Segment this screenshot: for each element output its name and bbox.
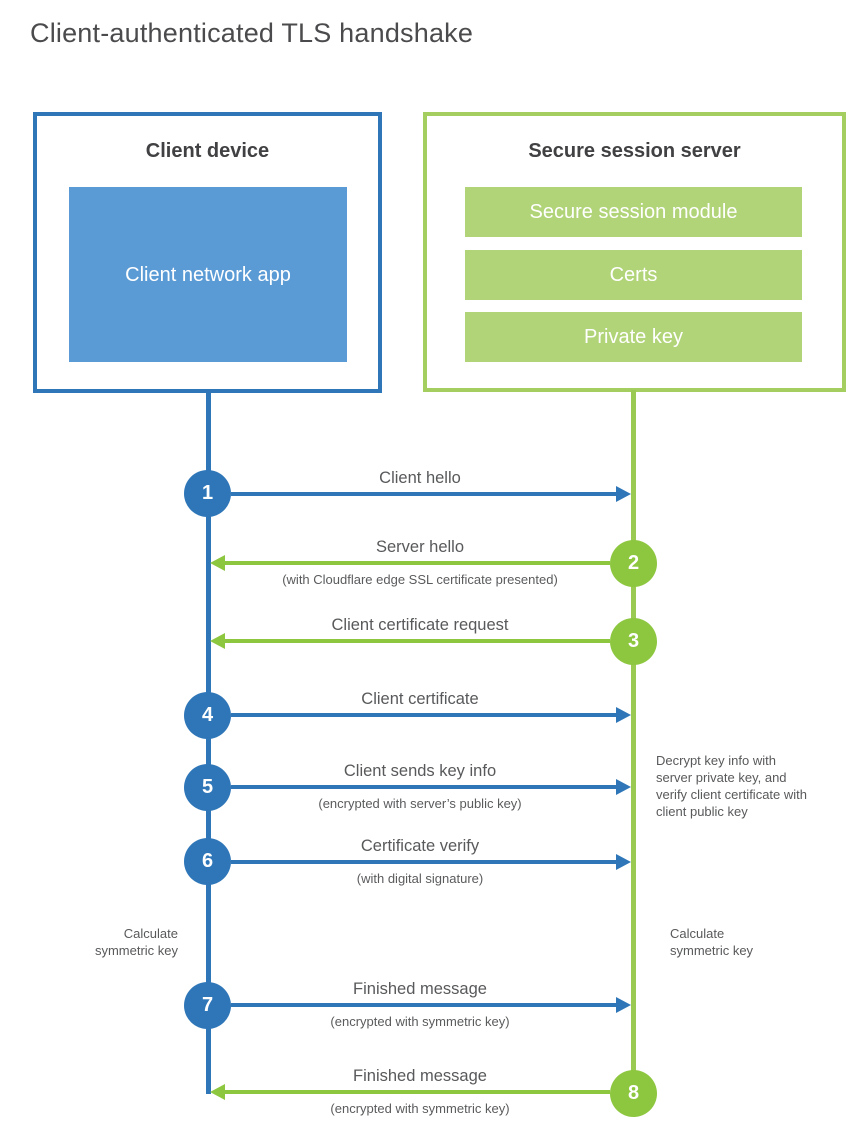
step-3-arrow-line — [225, 639, 610, 643]
step-1-arrow-line — [231, 492, 617, 496]
step-4-label: Client certificate — [361, 690, 479, 708]
client-lifeline — [206, 391, 211, 1094]
client-network-app-label: Client network app — [125, 263, 291, 286]
step-6-arrow-line — [231, 860, 617, 864]
step-3-label: Client certificate request — [331, 616, 509, 634]
server-lifeline — [631, 390, 636, 1095]
step-5-label: Client sends key info — [343, 762, 497, 780]
step-5-badge: 5 — [184, 764, 231, 811]
server-title: Secure session server — [528, 140, 741, 162]
step-5-sublabel: (encrypted with server’s public key) — [318, 796, 522, 811]
client-device-title: Client device — [145, 140, 270, 162]
step-6-label: Certificate verify — [360, 837, 480, 855]
step-2-label: Server hello — [375, 538, 465, 556]
step-1-arrowhead-right-icon — [616, 486, 631, 502]
step-4-arrow-line — [231, 713, 617, 717]
server-module-certs: Certs — [465, 250, 802, 300]
calculate-symmetric-key-note-client: Calculate symmetric key — [94, 926, 178, 958]
step-7-badge: 7 — [184, 982, 231, 1029]
step-4-arrowhead-right-icon — [616, 707, 631, 723]
calculate-symmetric-key-note-server: Calculate symmetric key — [670, 926, 754, 958]
server-module-secure-session: Secure session module — [465, 187, 802, 237]
step-7-sublabel: (encrypted with symmetric key) — [330, 1014, 510, 1029]
step-7-label: Finished message — [353, 980, 487, 998]
step-2-badge: 2 — [610, 540, 657, 587]
step-2-arrowhead-left-icon — [210, 555, 225, 571]
server-module-private-key: Private key — [465, 312, 802, 362]
step-1-badge: 1 — [184, 470, 231, 517]
decrypt-key-note: Decrypt key info with server private key… — [656, 753, 807, 819]
client-network-app-box: Client network app — [69, 187, 347, 362]
step-6-sublabel: (with digital signature) — [356, 871, 484, 886]
step-5-arrowhead-right-icon — [616, 779, 631, 795]
step-8-arrow-line — [225, 1090, 610, 1094]
step-6-arrowhead-right-icon — [616, 854, 631, 870]
step-8-arrowhead-left-icon — [210, 1084, 225, 1100]
step-4-badge: 4 — [184, 692, 231, 739]
step-2-sublabel: (with Cloudflare edge SSL certificate pr… — [282, 572, 558, 587]
page-title: Client-authenticated TLS handshake — [30, 18, 474, 48]
step-8-label: Finished message — [353, 1067, 487, 1085]
step-8-sublabel: (encrypted with symmetric key) — [330, 1101, 510, 1116]
step-2-arrow-line — [225, 561, 610, 565]
step-3-badge: 3 — [610, 618, 657, 665]
step-6-badge: 6 — [184, 838, 231, 885]
step-5-arrow-line — [231, 785, 617, 789]
step-8-badge: 8 — [610, 1070, 657, 1117]
step-1-label: Client hello — [379, 469, 461, 487]
step-7-arrowhead-right-icon — [616, 997, 631, 1013]
step-3-arrowhead-left-icon — [210, 633, 225, 649]
step-7-arrow-line — [231, 1003, 617, 1007]
